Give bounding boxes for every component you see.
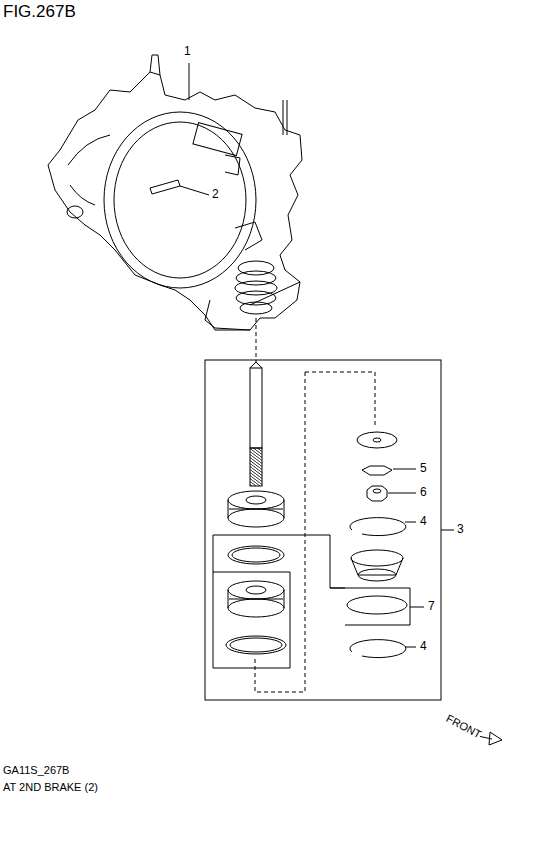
piston xyxy=(228,491,284,527)
center-line xyxy=(256,318,257,362)
callout-number: 5 xyxy=(420,462,427,475)
snap-ring xyxy=(350,518,406,536)
nut xyxy=(367,486,387,501)
pin xyxy=(150,180,180,194)
seal-ring xyxy=(228,546,284,564)
callout-number: 3 xyxy=(457,523,464,536)
callout-number: 1 xyxy=(184,45,191,58)
snap-ring xyxy=(350,640,406,658)
transmission-case xyxy=(48,55,302,330)
drawing-code: GA11S_267B xyxy=(3,764,69,776)
retainer xyxy=(351,550,403,581)
leader-line xyxy=(180,63,454,647)
seal-ring xyxy=(226,636,286,654)
spring xyxy=(235,261,277,314)
callout-number: 6 xyxy=(420,486,427,499)
callout-number: 4 xyxy=(420,515,427,528)
figure-title: FIG.267B xyxy=(3,3,76,22)
front-arrow xyxy=(478,732,502,745)
piston-rod xyxy=(250,362,262,486)
plate xyxy=(357,432,397,448)
clip xyxy=(362,466,392,475)
seal-ring xyxy=(347,596,407,614)
kit-frame xyxy=(205,360,441,700)
callout-number: 7 xyxy=(428,600,435,613)
callout-number: 4 xyxy=(420,640,427,653)
callout-number: 2 xyxy=(212,188,219,201)
direction-label: FRONT xyxy=(444,712,483,740)
figure-caption: AT 2ND BRAKE (2) xyxy=(3,781,98,793)
piston xyxy=(228,581,284,617)
